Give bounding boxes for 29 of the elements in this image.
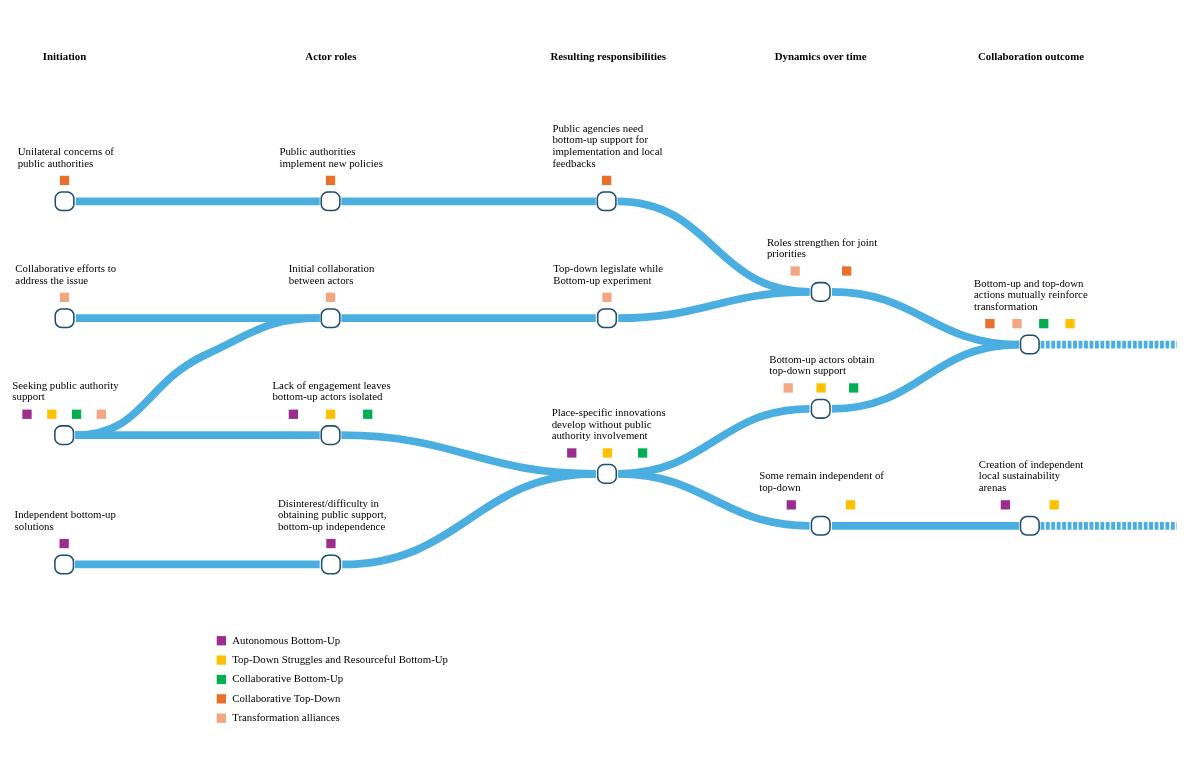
connector <box>831 340 1020 413</box>
node-label: Lack of engagement leaves bottom-up actors isolated <box>272 378 391 402</box>
node-label: Unilateral concerns of public authorities <box>17 144 114 169</box>
legend-label: Collaborative Bottom-Up <box>232 671 344 684</box>
legend-label: Collaborative Top-Down <box>232 691 341 704</box>
node-label: Top-down legislate while Bottom-up experiment <box>553 261 664 286</box>
label: Resulting responsibilities <box>550 49 667 62</box>
label: Actor roles <box>305 49 357 62</box>
node-label: Disinterest/difficulty in obtaining public support, bottom-up independence <box>277 496 387 532</box>
label: Collaboration outcome <box>977 49 1085 62</box>
node-label: Collaborative efforts to address the issue <box>15 261 117 286</box>
node-label: Some remain independent of top-down <box>759 468 884 493</box>
node-label: Bottom-up actors obtain top-down support <box>769 352 875 376</box>
label: Initiation <box>42 49 87 62</box>
label: Dynamics over time <box>774 49 867 62</box>
legend-label: Top-Down Struggles and Resourceful Bottom-Up <box>232 652 448 665</box>
node-label: Bottom-up and top-down actions mutually reinforce transformation <box>974 276 1088 312</box>
node-label: Roles strengthen for joint priorities <box>766 235 878 259</box>
node-label: Public agencies need bottom-up support for implementation and local feedbacks <box>552 121 663 169</box>
node-label: Seeking public authority support <box>12 378 119 402</box>
connector <box>831 287 1020 348</box>
node-label: Initial collaboration between actors <box>288 261 375 286</box>
connector <box>341 469 597 568</box>
node-label: Place-specific innovations develop without public authority involvement <box>551 405 666 441</box>
legend-label: Autonomous Bottom-Up <box>232 633 341 646</box>
legend-label: Transformation alliances <box>232 710 340 723</box>
node-label: Independent bottom-up solutions <box>14 507 116 532</box>
node-label: Public authorities implement new policies <box>279 144 383 169</box>
node-label: Creation of independent local sustainability arenas <box>978 457 1084 493</box>
